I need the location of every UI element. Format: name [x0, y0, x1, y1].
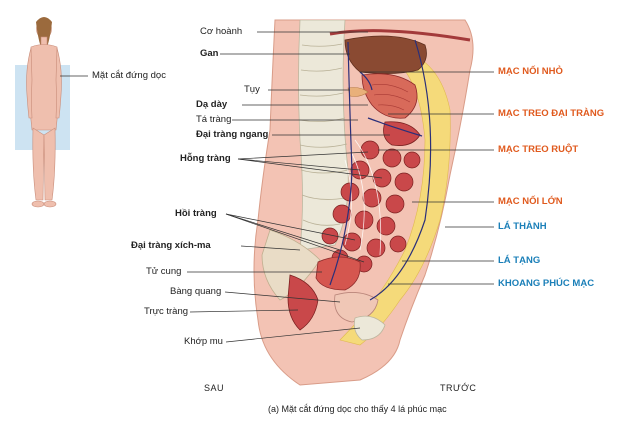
label-greater-omentum: MẠC NỐI LỚN — [498, 196, 563, 207]
label-liver: Gan — [200, 48, 219, 59]
direction-front: TRƯỚC — [440, 383, 477, 393]
label-jejunum: Hỗng tràng — [180, 153, 231, 164]
uterus — [315, 256, 361, 291]
label-stomach: Dạ dày — [196, 99, 228, 110]
label-rectum: Trực tràng — [144, 306, 189, 317]
label-pancreas: Tụy — [244, 84, 260, 95]
label-ileum: Hồi tràng — [175, 208, 217, 219]
bladder — [334, 292, 379, 323]
vertebrae — [299, 43, 349, 226]
standing-figure — [26, 17, 62, 208]
label-duodenum: Tá tràng — [196, 114, 232, 125]
right-leaders — [360, 71, 494, 285]
left-leaders — [187, 31, 390, 343]
figure-caption: (a) Mặt cắt đứng dọc cho thấy 4 lá phúc … — [268, 404, 447, 414]
label-visceral-layer: LÁ TẠNG — [498, 255, 541, 266]
pancreas — [347, 87, 369, 97]
label-sigmoid-colon: Đại tràng xích-ma — [131, 240, 211, 251]
inset-label: Mặt cắt đứng dọc — [92, 70, 166, 81]
label-mesentery: MẠC TREO RUỘT — [498, 144, 579, 155]
peritoneum-lines — [329, 39, 432, 301]
stomach — [361, 73, 418, 119]
small-intestine — [321, 140, 421, 273]
label-bladder: Bàng quang — [170, 286, 222, 297]
mesentery — [344, 139, 382, 256]
label-transverse-mesocolon: MẠC TREO ĐẠI TRÀNG — [498, 108, 605, 119]
label-pubic-symphysis: Khớp mu — [184, 336, 223, 347]
label-parietal-layer: LÁ THÀNH — [498, 221, 547, 232]
label-peritoneal-cavity: KHOANG PHÚC MẠC — [498, 278, 595, 289]
transverse-colon — [383, 121, 421, 146]
direction-back: SAU — [204, 383, 225, 393]
label-lesser-omentum: MẠC NỐI NHỎ — [498, 66, 563, 77]
label-transverse-colon: Đại tràng ngang — [196, 129, 269, 140]
pubic-symphysis — [353, 315, 386, 341]
liver — [344, 35, 427, 74]
rectum — [287, 274, 319, 331]
label-uterus: Tử cung — [146, 266, 182, 277]
stomach-folds — [371, 84, 411, 111]
label-diaphragm: Cơ hoành — [200, 26, 243, 37]
